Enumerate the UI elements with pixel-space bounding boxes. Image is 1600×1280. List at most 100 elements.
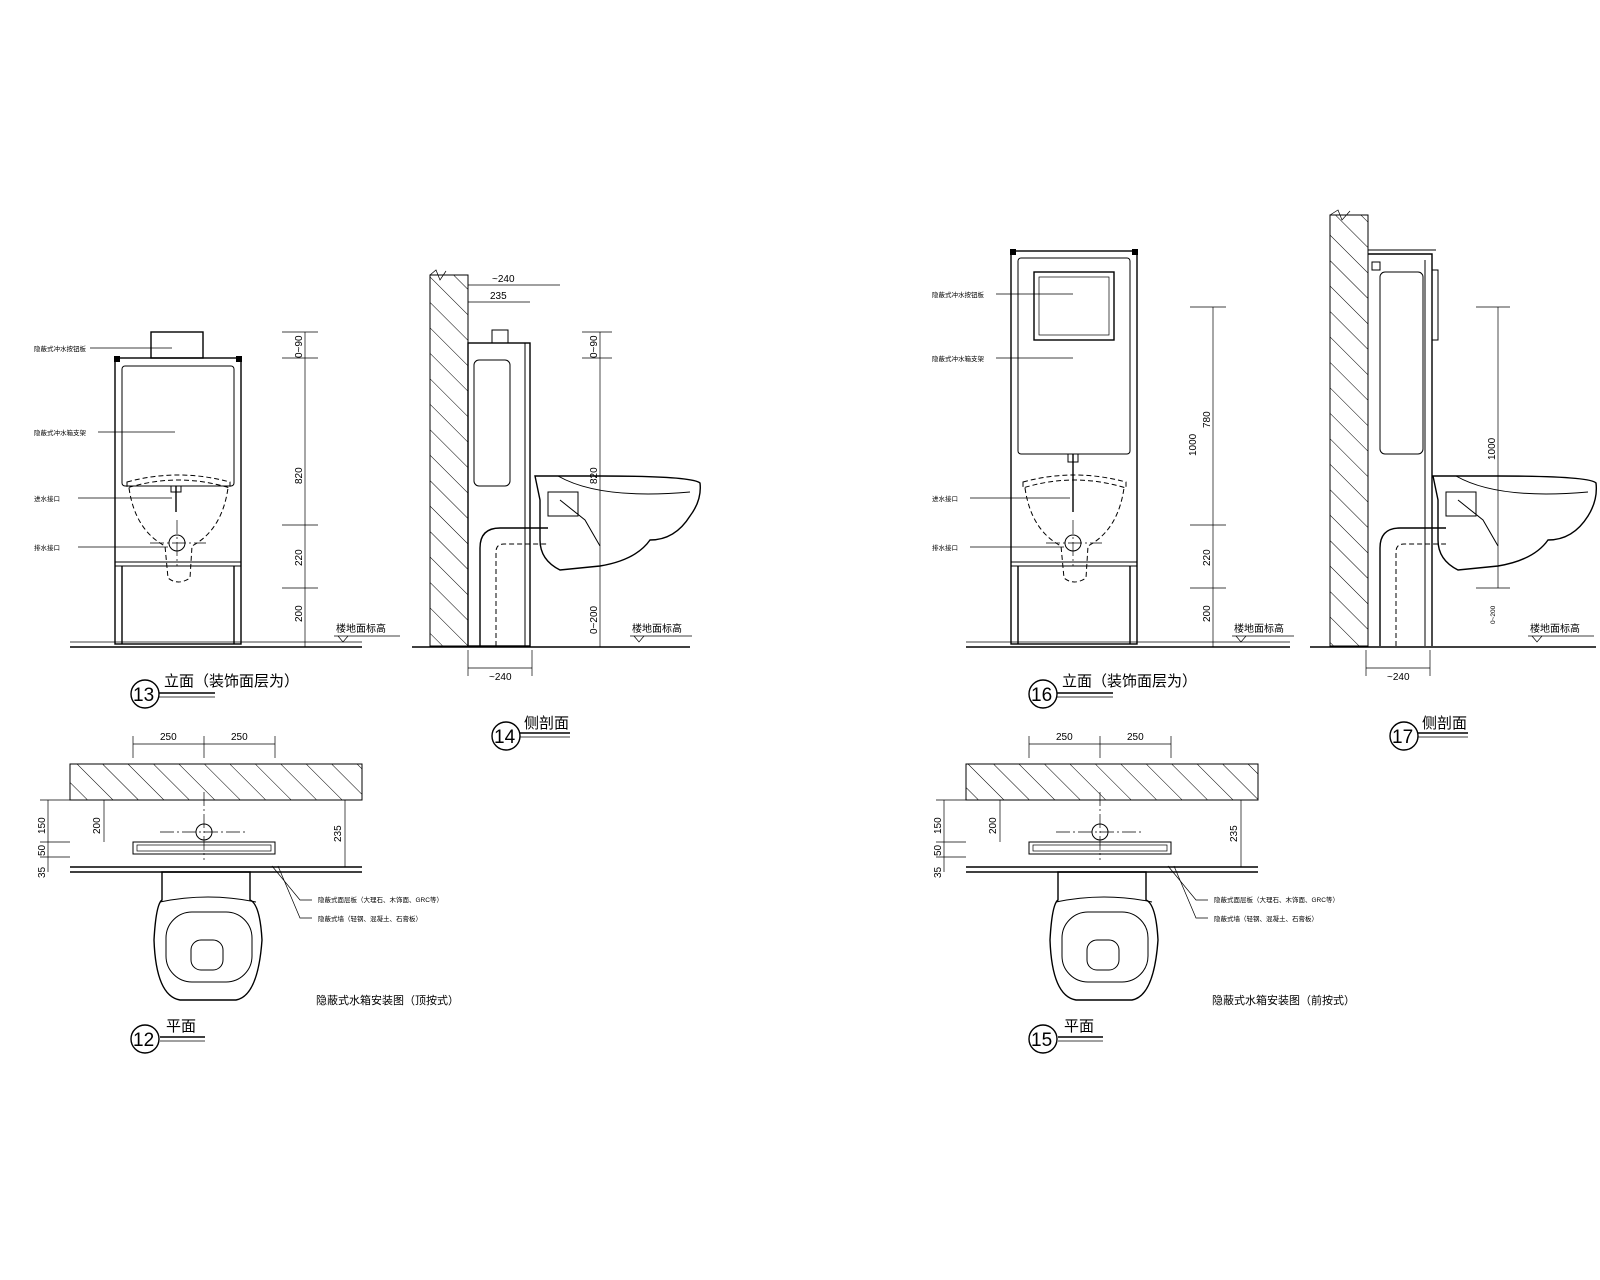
inlet-fitting <box>1067 453 1079 463</box>
bowl-fitting <box>1445 491 1477 517</box>
wall-hung-bowl <box>1432 475 1598 571</box>
dim-text: 250 <box>1127 732 1144 743</box>
frame-bolt <box>1371 261 1381 271</box>
dim-text: 0~90 <box>589 335 600 358</box>
caption: 隐蔽式水箱安装图（顶按式） <box>316 993 459 1007</box>
note-label: 隐蔽式冲水箱支架 <box>932 354 985 363</box>
dim-text: 235 <box>1229 825 1240 842</box>
dim-text: 1000 <box>1487 437 1498 460</box>
dim-text: 1000 <box>1188 433 1199 456</box>
toilet-seat <box>1061 911 1149 983</box>
bowl-fitting <box>547 491 579 517</box>
dim-text: 50 <box>933 844 944 856</box>
view-number: 16 <box>1031 685 1052 706</box>
level-marker <box>633 635 645 643</box>
frame-corner <box>1132 249 1138 255</box>
bowl-rim <box>126 474 231 489</box>
note-label: 隐蔽式冲水按钮板 <box>932 290 985 299</box>
dim-text: ~240 <box>1387 672 1410 683</box>
dim-text: 820 <box>589 467 600 484</box>
level-label: 楼地面标高 <box>336 622 386 635</box>
dim-text: 35 <box>37 866 48 878</box>
bowl-outline <box>1024 487 1125 583</box>
view-title: 侧剖面 <box>524 715 569 732</box>
drain-pipe-inner <box>495 543 548 646</box>
view-title: 立面（装饰面层为） <box>1062 673 1197 690</box>
dim-text: 235 <box>490 291 507 302</box>
dim-text: 220 <box>294 549 305 566</box>
drain-pipe <box>1379 527 1446 646</box>
frame-corner <box>114 356 120 362</box>
carrier-frame <box>467 342 531 647</box>
flush-plate <box>1033 271 1115 341</box>
break-mark <box>1329 209 1351 221</box>
dim-text: 220 <box>1202 549 1213 566</box>
wall-hatch <box>69 763 363 801</box>
toilet-seat <box>165 911 253 983</box>
view-number-circle <box>1028 1024 1058 1054</box>
view-title: 平面 <box>166 1019 196 1035</box>
bowl-rim <box>557 475 691 495</box>
bowl-rim <box>1022 474 1127 489</box>
cistern-profile <box>473 359 511 487</box>
note-label: 隐蔽式面层板（大理石、木饰面、GRC等） <box>318 895 443 904</box>
plan-15: 250 250 150 50 35 200 235 隐蔽式面层板（大理石、木饰面… <box>933 732 1355 1054</box>
view-number: 14 <box>494 727 516 748</box>
view-title: 平面 <box>1064 1019 1094 1035</box>
elevation-13: 隐蔽式冲水按钮板 隐蔽式冲水箱支架 进水接口 排水接口 0~90 820 220… <box>34 331 400 709</box>
toilet-seat-line <box>159 896 257 903</box>
view-number-circle <box>1028 679 1058 709</box>
plan-12: 250 250 150 50 35 200 235 隐蔽式面层板（大理石、木饰面… <box>37 732 459 1054</box>
wall-hung-bowl <box>534 475 701 571</box>
view-number-circle <box>491 721 521 751</box>
view-number: 17 <box>1392 727 1413 748</box>
carrier-frame <box>114 357 242 645</box>
level-label: 楼地面标高 <box>1234 622 1284 635</box>
dim-text: 150 <box>37 817 48 834</box>
flush-plate <box>150 331 204 359</box>
frame-corner <box>1010 249 1016 255</box>
note-label: 隐蔽式冲水箱支架 <box>34 428 87 437</box>
elevation-16: 隐蔽式冲水按钮板 隐蔽式冲水箱支架 进水接口 排水接口 1000 780 220… <box>932 249 1294 709</box>
bowl-outline <box>128 487 229 583</box>
leader <box>1167 865 1208 901</box>
inlet-fitting <box>170 485 182 493</box>
level-marker <box>1235 635 1247 643</box>
toilet-bowl-opening <box>1086 939 1120 971</box>
dim-text: 780 <box>1202 411 1213 428</box>
dim-text: 200 <box>92 817 103 834</box>
cistern <box>121 365 235 487</box>
cistern <box>1017 257 1131 455</box>
leader <box>277 865 312 919</box>
note-label: 进水接口 <box>932 494 958 503</box>
bowl-trap <box>559 499 601 547</box>
flush-button <box>491 329 509 344</box>
dim-text: 200 <box>988 817 999 834</box>
section-17: 1000 0~200 楼地面标高 ~240 17 侧剖面 <box>1310 209 1598 751</box>
note-label: 排水接口 <box>932 543 958 552</box>
dim-text: 250 <box>1056 732 1073 743</box>
dim-text: 250 <box>160 732 177 743</box>
note-label: 隐蔽式墙（轻钢、混凝土、石膏板） <box>318 914 422 923</box>
dim-text: 200 <box>1202 605 1213 622</box>
caption: 隐蔽式水箱安装图（前按式） <box>1212 993 1355 1007</box>
carrier-frame <box>1368 253 1433 646</box>
dim-text: ~240 <box>492 274 515 285</box>
flush-plate-side <box>1431 269 1439 341</box>
break-mark <box>429 269 447 281</box>
dim-text: 820 <box>294 467 305 484</box>
note-label: 隐蔽式冲水按钮板 <box>34 344 87 353</box>
bowl-trap <box>1457 499 1499 547</box>
level-label: 楼地面标高 <box>632 622 682 635</box>
dim-text: 250 <box>231 732 248 743</box>
view-title: 立面（装饰面层为） <box>164 673 299 690</box>
view-title: 侧剖面 <box>1422 715 1467 732</box>
leader <box>271 865 312 901</box>
dim-text: 50 <box>37 844 48 856</box>
note-label: 进水接口 <box>34 494 60 503</box>
wall-hatch <box>1329 214 1369 647</box>
bowl-rim <box>1455 475 1589 495</box>
note-label: 隐蔽式墙（轻钢、混凝土、石膏板） <box>1214 914 1318 923</box>
